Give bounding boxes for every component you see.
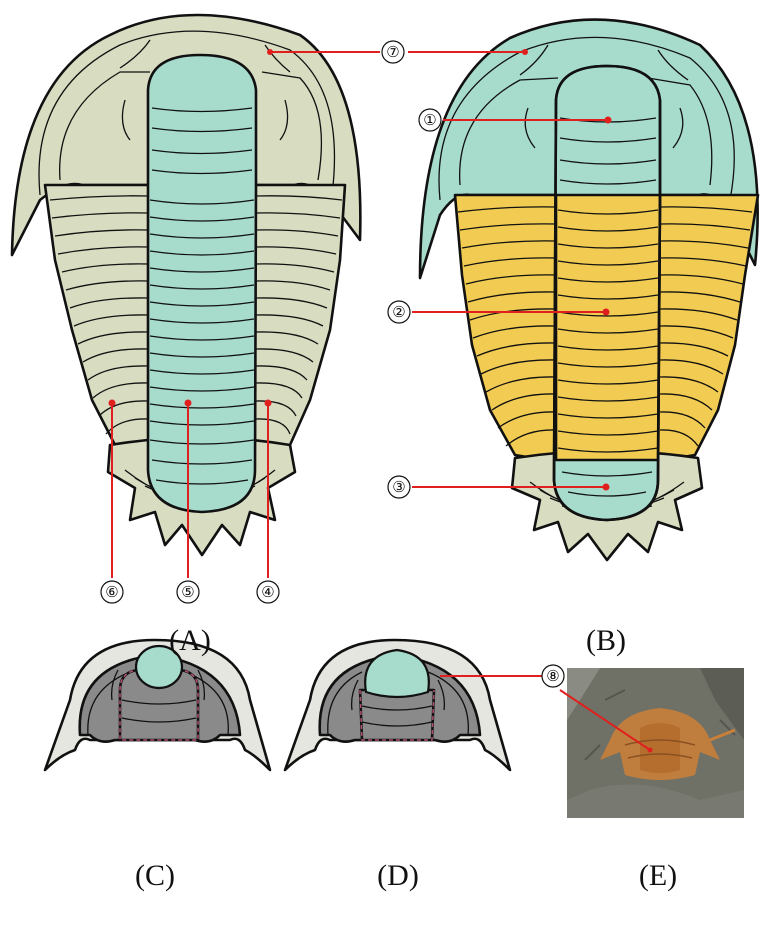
panel-a-trilobite: [12, 15, 360, 555]
panel-d-cephalon: [285, 640, 510, 770]
svg-text:①: ①: [423, 111, 436, 129]
panel-label-a: (A): [169, 624, 211, 657]
marker-8: ⑧: [542, 665, 564, 687]
marker-1: ①: [419, 109, 441, 131]
panel-c-cephalon: [45, 640, 270, 770]
panel-label-b: (B): [586, 624, 626, 657]
svg-text:⑦: ⑦: [386, 43, 399, 61]
svg-text:②: ②: [392, 303, 405, 321]
panel-label-e: (E): [639, 859, 677, 892]
marker-7: ⑦: [382, 41, 404, 63]
marker-5: ⑤: [177, 581, 199, 603]
panel-label-c: (C): [135, 859, 175, 892]
svg-text:③: ③: [392, 478, 405, 496]
marker-2: ②: [388, 301, 410, 323]
marker-6: ⑥: [101, 581, 123, 603]
svg-text:⑤: ⑤: [181, 583, 194, 601]
svg-text:⑧: ⑧: [546, 667, 559, 685]
panel-label-d: (D): [377, 859, 419, 892]
svg-text:④: ④: [261, 583, 274, 601]
panel-b-trilobite: [420, 20, 758, 560]
svg-text:⑥: ⑥: [105, 583, 118, 601]
marker-4: ④: [257, 581, 279, 603]
panel-e-photo: [567, 668, 744, 818]
marker-3: ③: [388, 476, 410, 498]
